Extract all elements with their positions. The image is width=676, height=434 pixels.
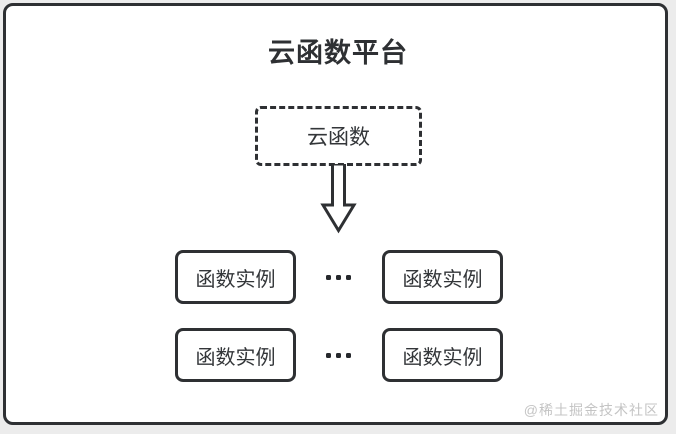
- ellipsis-dot: [345, 352, 351, 358]
- down-arrow-icon: [320, 164, 357, 234]
- ellipsis: [318, 250, 358, 304]
- function-instance-box: 函数实例: [382, 250, 503, 304]
- function-instance-box: 函数实例: [382, 328, 503, 382]
- ellipsis-dot: [325, 352, 331, 358]
- watermark: @稀土掘金技术社区: [523, 402, 659, 418]
- function-instance-box: 函数实例: [175, 328, 296, 382]
- function-instance-box: 函数实例: [175, 250, 296, 304]
- function-instance-label: 函数实例: [195, 346, 276, 369]
- cloud-function-box: 云函数: [255, 106, 422, 166]
- function-instance-label: 函数实例: [402, 346, 483, 369]
- ellipsis-dot: [335, 352, 341, 358]
- function-instance-label: 函数实例: [195, 268, 276, 291]
- cloud-function-label: 云函数: [307, 126, 370, 149]
- platform-title: 云函数平台: [268, 38, 408, 68]
- ellipsis-dot: [335, 274, 341, 280]
- ellipsis: [318, 328, 358, 382]
- ellipsis-dot: [345, 274, 351, 280]
- ellipsis-dot: [325, 274, 331, 280]
- function-instance-label: 函数实例: [402, 268, 483, 291]
